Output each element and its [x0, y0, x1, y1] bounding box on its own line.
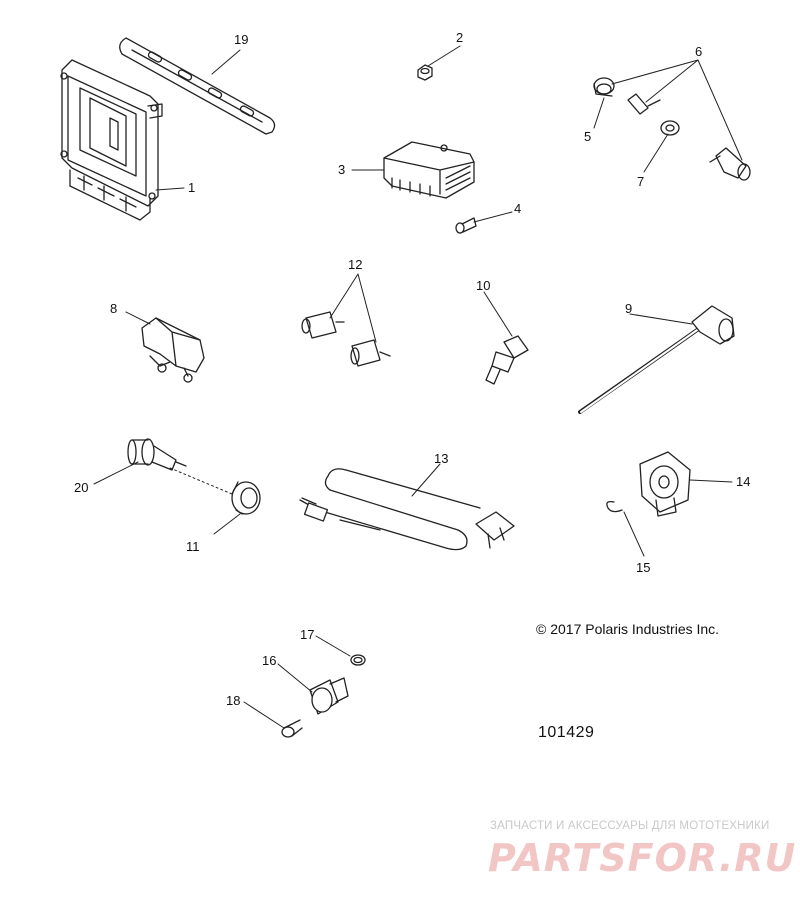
callout-17: 17	[300, 627, 315, 642]
part-4-screw	[455, 217, 477, 234]
callout-2: 2	[456, 30, 464, 45]
callout-9: 9	[625, 301, 633, 316]
callout-12: 12	[348, 257, 363, 272]
part-8-map-sensor	[141, 317, 205, 383]
copyright-notice: © 2017 Polaris Industries Inc.	[536, 621, 720, 637]
callout-4: 4	[514, 201, 522, 216]
part-12-connector-b	[350, 339, 391, 367]
part-17-o-ring	[350, 654, 366, 666]
callout-19: 19	[234, 32, 249, 47]
part-1-ecu	[60, 59, 163, 221]
part-12-connector-a	[301, 311, 345, 339]
callout-3: 3	[338, 162, 346, 177]
part-16-sensor	[309, 677, 349, 715]
part-20-sensor	[127, 438, 187, 471]
part-18-bolt	[281, 719, 303, 738]
part-10-temp-sensor	[485, 335, 529, 385]
callout-15: 15	[636, 560, 651, 575]
part-5-plug	[593, 77, 615, 97]
watermark-logo: PARTSFOR.RU	[488, 836, 797, 880]
callout-16: 16	[262, 653, 277, 668]
callout-11: 11	[186, 539, 200, 554]
callout-14: 14	[736, 474, 751, 489]
part-6-sensor-tab	[627, 93, 661, 115]
part-15-clip	[606, 500, 623, 513]
part-14-knock-sensor	[639, 451, 691, 517]
callout-7: 7	[637, 174, 645, 189]
part-9-o2-sensor	[578, 305, 735, 414]
part-7-washer	[660, 120, 680, 136]
callout-20: 20	[74, 480, 89, 495]
callout-18: 18	[226, 693, 241, 708]
callout-5: 5	[584, 129, 592, 144]
watermark-tagline: ЗАПЧАСТИ И АКСЕССУАРЫ ДЛЯ МОТОТЕХНИКИ	[490, 820, 770, 832]
part-6-sensor	[709, 147, 751, 181]
figure-id: 101429	[538, 724, 595, 741]
callout-13: 13	[434, 451, 449, 466]
callout-8: 8	[110, 301, 118, 316]
part-11-grommet	[231, 481, 261, 515]
part-13-harness	[299, 468, 515, 551]
callout-1: 1	[188, 180, 196, 195]
part-3-module	[383, 141, 475, 199]
part-19-bracket	[119, 37, 276, 135]
callout-6: 6	[695, 44, 703, 59]
part-2-nut	[417, 64, 433, 81]
callout-10: 10	[476, 278, 491, 293]
leader-lines	[93, 45, 743, 729]
